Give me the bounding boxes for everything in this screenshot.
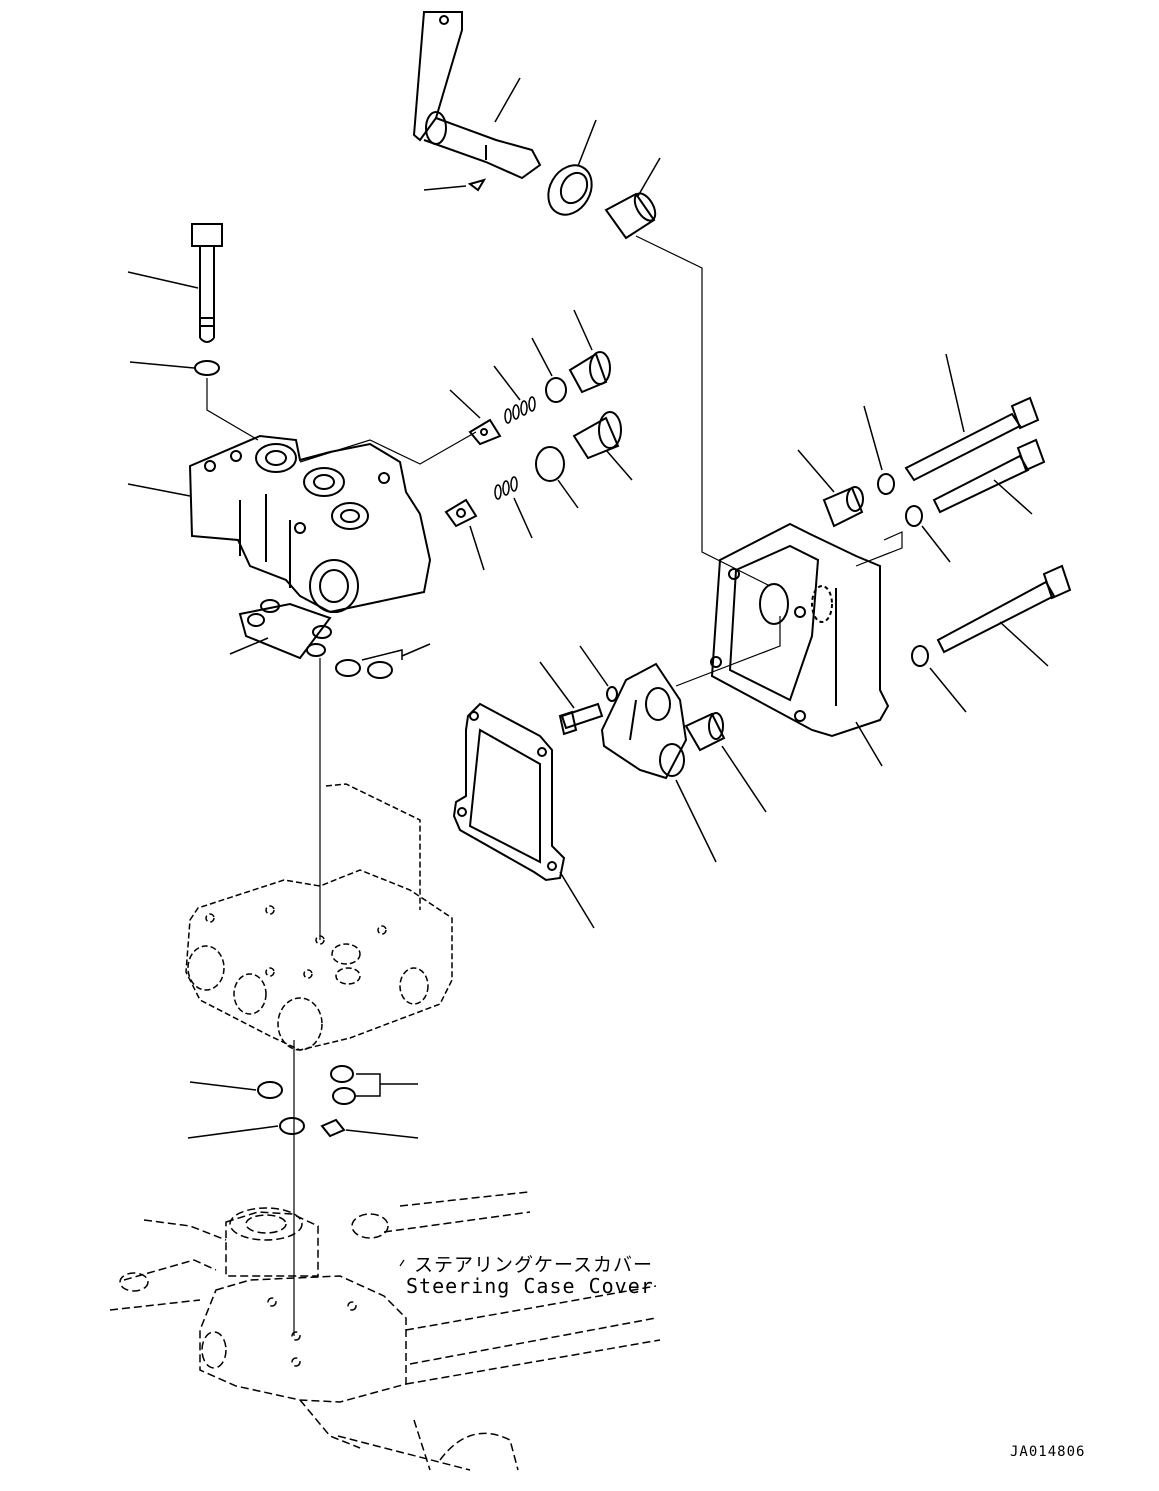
oring-pair-part (335, 649, 403, 679)
gasket-small-part (238, 599, 332, 660)
oring-lower-group-part (320, 1065, 381, 1138)
washer-left-part (194, 360, 220, 376)
steering-case-cover-dashed (109, 1191, 661, 1471)
leader-lines-lower (187, 1081, 419, 1139)
alignment-line-valve (299, 431, 477, 465)
plug-lower-part (444, 498, 478, 528)
alignment-line-bolt (206, 378, 259, 441)
washer-c-part (911, 645, 929, 667)
bolt-right-b-part (932, 438, 1046, 514)
small-bolt-part (558, 702, 604, 736)
alignment-line-case (635, 235, 771, 587)
plug-cap-upper-part (568, 351, 611, 394)
bushing-lever-part (684, 712, 726, 752)
alignment-line-washers (855, 531, 903, 567)
callout-label-jp: ステアリングケースカバー (414, 1254, 654, 1276)
spring-upper-part (504, 396, 536, 424)
plug-cap-lower-part (572, 411, 622, 460)
washer-b-part (905, 505, 923, 527)
collar-part (822, 486, 864, 528)
bolt-left-part (191, 223, 223, 343)
alignment-line-lever (675, 616, 781, 687)
drawing-id: JA014806 (1010, 1444, 1086, 1460)
lever-part (412, 11, 542, 180)
bushing-top-part (604, 192, 657, 240)
oring-small-part (545, 377, 567, 403)
leader-lines-case (797, 353, 1049, 767)
bolt-right-a-part (904, 396, 1040, 482)
gasket-large-part (452, 702, 566, 882)
leader-lines-left (127, 271, 199, 497)
mating-block-dashed (185, 783, 453, 1051)
leader-lines-gasket (229, 637, 431, 657)
oring-lower-a-part (257, 1081, 283, 1099)
washer-a-part (877, 473, 895, 495)
oring-large-part (535, 446, 565, 482)
lever-assembly-part (600, 662, 688, 780)
oring-lower-b-part (279, 1117, 305, 1135)
callout-leader (399, 1259, 405, 1267)
key-part (467, 178, 487, 192)
leader-line-gasket-large (559, 871, 595, 929)
bolt-right-c-part (936, 564, 1072, 654)
oil-seal-part (547, 164, 593, 216)
spring-lower-part (494, 476, 518, 500)
leader-lines-top (423, 77, 661, 197)
case-part (710, 522, 890, 738)
callout-label-en: Steering Case Cover (406, 1274, 654, 1298)
leader-lines-lever (539, 645, 767, 863)
plug-upper-part (468, 418, 502, 446)
valve-body-part (188, 434, 432, 614)
small-washer-part (606, 686, 618, 702)
leader-lines-valve (449, 309, 633, 571)
